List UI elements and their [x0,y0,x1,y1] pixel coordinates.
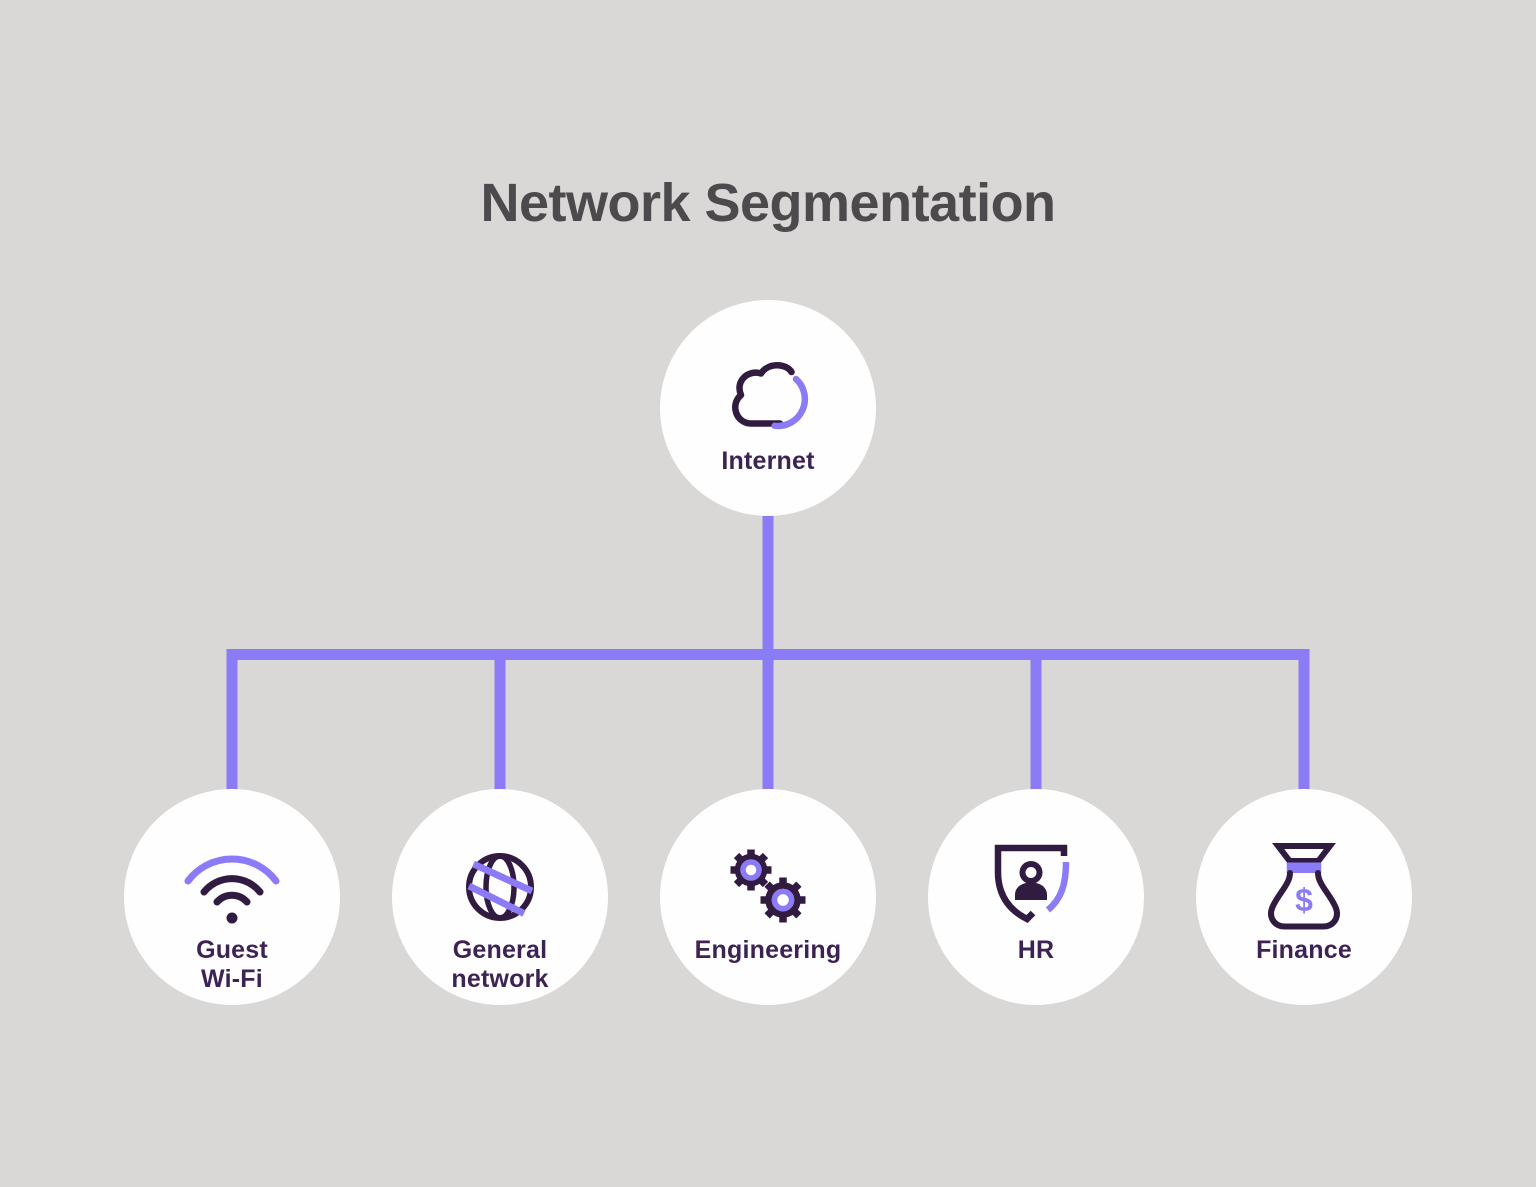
cloud-icon [720,350,816,446]
node-label: Guest Wi-Fi [196,936,268,993]
diagram-title: Network Segmentation [480,173,1056,233]
node-label: Finance [1256,936,1352,964]
node-engineering: Engineering [660,789,876,1005]
wifi-icon [184,839,280,935]
node-finance: $ Finance [1196,789,1412,1005]
node-guest-wifi: Guest Wi-Fi [124,789,340,1005]
node-label: General network [451,936,549,993]
node-label: HR [1017,936,1055,964]
node-general-network: General network [392,789,608,1005]
node-internet: Internet [660,300,876,516]
globe-icon [452,839,548,935]
gears-icon [720,839,816,935]
node-label: Engineering [694,936,842,964]
node-label: Internet [721,447,815,475]
node-hr: HR [928,789,1144,1005]
money-bag-icon: $ [1256,839,1352,935]
svg-text:$: $ [1295,882,1313,918]
shield-person-icon [988,839,1084,935]
